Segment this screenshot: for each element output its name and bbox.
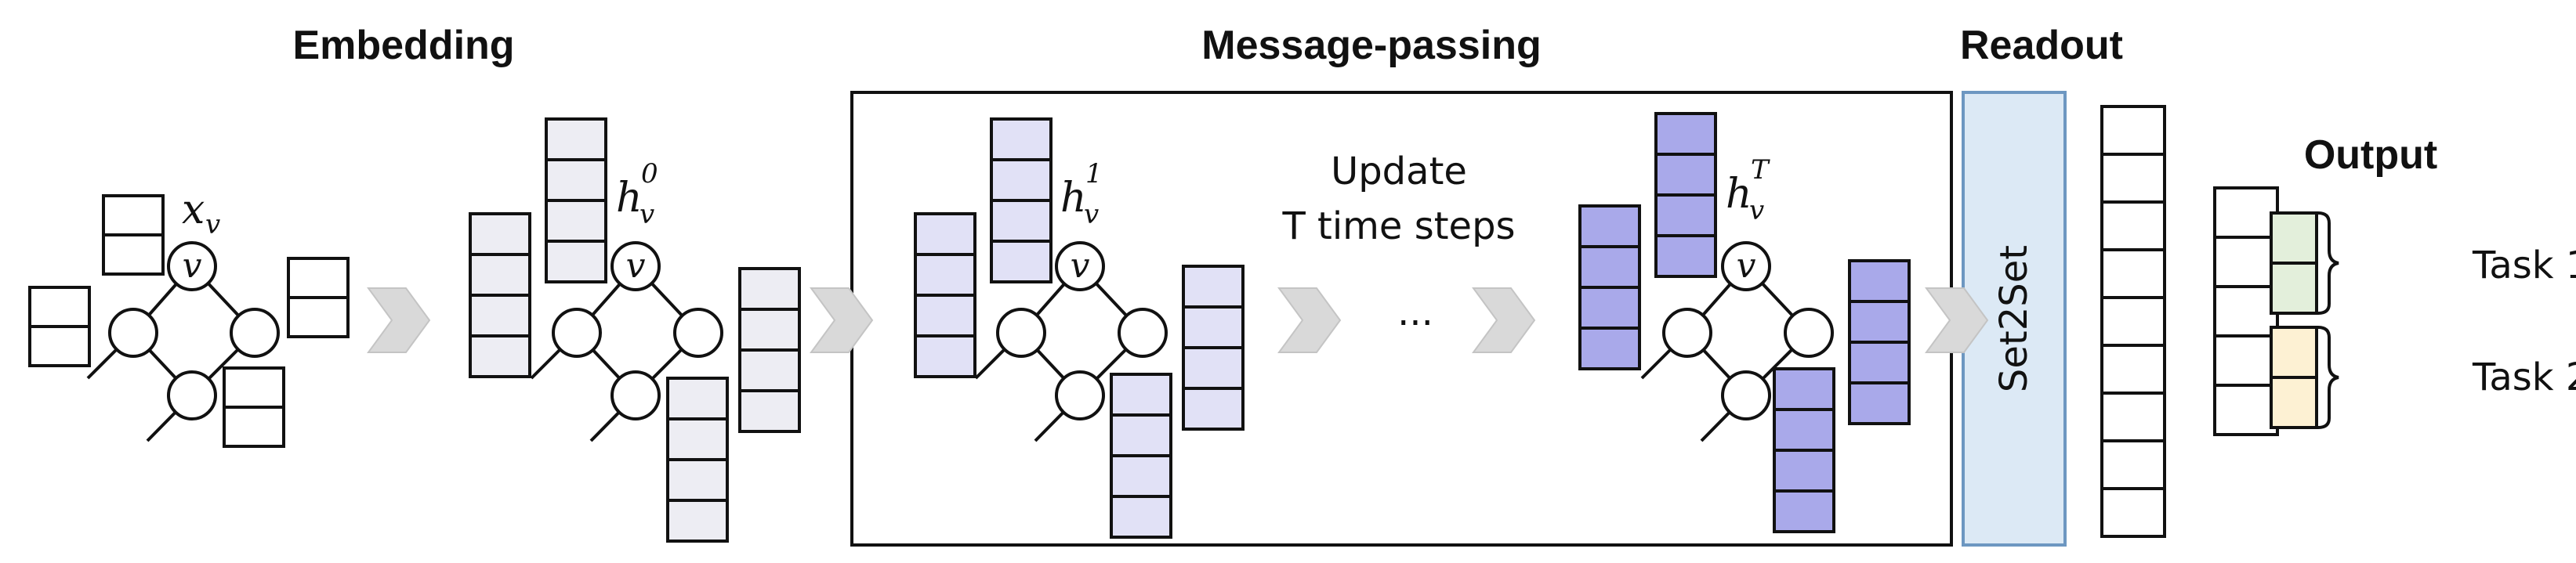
graph-node-v xyxy=(167,241,217,291)
svg-text:1: 1 xyxy=(1085,158,1103,189)
feature-vector xyxy=(102,194,165,276)
task1-label: Task 1 xyxy=(2472,244,2576,287)
hidden-state-vector-h1 xyxy=(1182,265,1245,431)
graph-node-v-label: v xyxy=(626,246,646,286)
hidden-state-vector-hT xyxy=(1654,112,1717,278)
task2-brace xyxy=(2317,326,2339,429)
graph-node-v xyxy=(1055,241,1105,291)
graph-node xyxy=(108,308,158,358)
hidden-state-vector-hT xyxy=(1578,204,1641,370)
svg-text:h: h xyxy=(1726,171,1752,218)
graph-node-v-label: v xyxy=(183,246,202,286)
hidden-state-vector-h0 xyxy=(545,117,607,283)
arrow-right-icon xyxy=(1277,287,1342,353)
hidden-state-vector-h1 xyxy=(914,212,976,378)
feature-vector xyxy=(223,366,285,448)
arrow-right-icon xyxy=(1925,287,1989,353)
task1-output-vector xyxy=(2270,211,2318,315)
arrow-right-icon xyxy=(367,287,431,353)
svg-text:T: T xyxy=(1751,154,1770,186)
graph-node xyxy=(996,308,1046,358)
section-title-readout: Readout xyxy=(1960,23,2123,68)
section-title-output: Output xyxy=(2304,132,2437,178)
graph-node xyxy=(552,308,602,358)
graph-node xyxy=(167,370,217,420)
svg-text:h: h xyxy=(1060,175,1087,222)
hidden-state-vector-h0 xyxy=(738,267,801,433)
readout-vector xyxy=(2100,105,2166,538)
update-label-line2: T time steps xyxy=(1281,204,1515,248)
section-title-embedding: Embedding xyxy=(292,23,514,68)
hidden-state-vector-h1 xyxy=(990,117,1053,283)
graph-h1: v xyxy=(974,241,1168,442)
graph-node xyxy=(1055,370,1105,420)
graph-node xyxy=(1784,308,1834,358)
h-v-1-label: h 1 v xyxy=(1060,158,1103,230)
svg-text:x: x xyxy=(182,186,205,233)
svg-text:0: 0 xyxy=(641,158,658,189)
hidden-state-vector-hT xyxy=(1848,259,1911,425)
graph-node xyxy=(610,370,661,420)
graph-h0: v xyxy=(530,241,723,442)
task2-label: Task 2 xyxy=(2472,355,2576,399)
h-v-T-label: h T v xyxy=(1726,154,1770,226)
svg-text:v: v xyxy=(205,209,220,240)
task1-brace xyxy=(2317,211,2339,315)
h-v-0-label: h 0 v xyxy=(616,158,658,230)
set2set-label: Set2Set xyxy=(1992,245,2036,392)
graph-node xyxy=(1662,308,1712,358)
x-v-label: x v xyxy=(182,186,220,240)
graph-node xyxy=(1118,308,1168,358)
graph-node-v xyxy=(610,241,661,291)
hidden-state-vector-hT xyxy=(1773,367,1835,533)
ellipsis: ... xyxy=(1397,291,1433,334)
hidden-state-vector-h0 xyxy=(469,212,531,378)
graph-node-v-label: v xyxy=(1071,246,1090,286)
graph-node-v-label: v xyxy=(1737,246,1756,286)
update-label-line1: Update xyxy=(1331,150,1467,193)
arrow-right-icon xyxy=(1472,287,1536,353)
svg-text:h: h xyxy=(616,175,643,222)
graph-node xyxy=(673,308,723,358)
graph-node xyxy=(1721,370,1771,420)
feature-vector xyxy=(287,257,350,338)
hidden-state-vector-h1 xyxy=(1110,373,1172,539)
arrow-right-icon xyxy=(810,287,874,353)
graph-node xyxy=(230,308,280,358)
hidden-state-vector-h0 xyxy=(666,377,729,543)
output-vector xyxy=(2213,186,2279,436)
graph-node-v xyxy=(1721,241,1771,291)
section-title-message-passing: Message-passing xyxy=(1201,23,1542,68)
svg-text:v: v xyxy=(1749,195,1764,226)
graph-hT: v xyxy=(1640,241,1834,442)
feature-vector xyxy=(28,286,91,367)
graph-embedding-input: v xyxy=(86,241,280,442)
task2-output-vector xyxy=(2270,326,2318,429)
svg-text:v: v xyxy=(1084,199,1099,230)
svg-text:v: v xyxy=(639,199,654,230)
